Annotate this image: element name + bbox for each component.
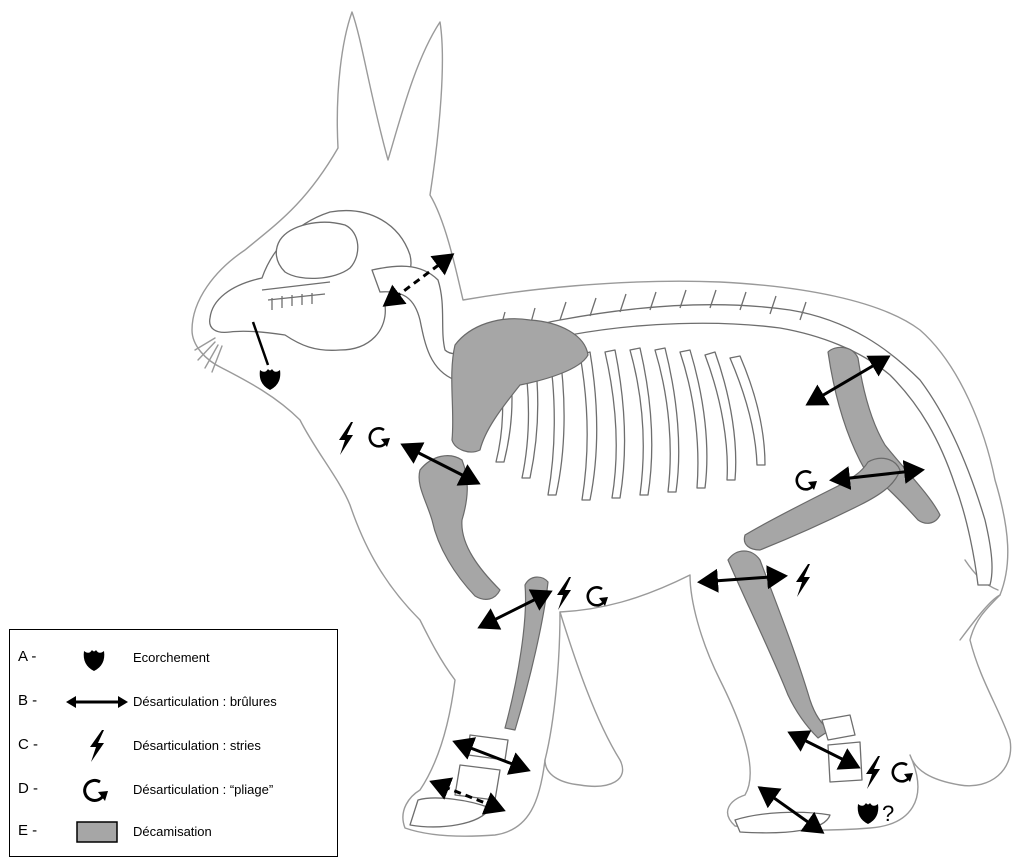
- lightning-icon: [796, 564, 810, 597]
- legend-letter: A -: [18, 648, 36, 665]
- legend-row-e: E - Décamisation: [10, 816, 337, 848]
- lightning-icon: [866, 756, 880, 789]
- legend-label: Désarticulation : brûlures: [133, 694, 277, 709]
- double-arrow-icon: [62, 686, 132, 718]
- question-mark: ?: [882, 801, 894, 826]
- legend-label: Désarticulation : stries: [133, 738, 261, 753]
- femur: [744, 458, 900, 550]
- legend: A - Ecorchement B - Désarticulation : br…: [9, 629, 338, 857]
- ecorchement-icon: [858, 803, 879, 824]
- legend-letter: E -: [18, 822, 37, 839]
- legend-letter: B -: [18, 692, 37, 709]
- ecorchement-icon: [260, 369, 281, 390]
- lightning-icon: [62, 730, 132, 762]
- curved-arrow-icon: [370, 428, 390, 447]
- legend-row-b: B - Désarticulation : brûlures: [10, 686, 337, 718]
- lightning-icon: [557, 577, 571, 610]
- legend-label: Ecorchement: [133, 650, 210, 665]
- humerus: [419, 456, 500, 600]
- legend-row-d: D - Désarticulation : “pliage”: [10, 774, 337, 806]
- legend-letter: C -: [18, 736, 38, 753]
- scapula: [452, 319, 588, 452]
- legend-label: Décamisation: [133, 824, 212, 839]
- ecorchement-marks: ?: [253, 322, 894, 826]
- legend-row-a: A - Ecorchement: [10, 642, 337, 674]
- legend-letter: D -: [18, 780, 38, 797]
- grey-box-icon: [62, 816, 132, 848]
- lightning-icon: [339, 422, 353, 455]
- ecorchement-icon: [62, 642, 132, 674]
- radius-ulna: [505, 577, 548, 730]
- whiskers: [195, 338, 222, 372]
- legend-row-c: C - Désarticulation : stries: [10, 730, 337, 762]
- curved-arrow-icon: [62, 774, 132, 806]
- legend-label: Désarticulation : “pliage”: [133, 782, 273, 797]
- curved-arrow-icon: [588, 587, 608, 606]
- curved-arrow-icon: [797, 471, 817, 490]
- curved-arrow-icon: [893, 763, 913, 782]
